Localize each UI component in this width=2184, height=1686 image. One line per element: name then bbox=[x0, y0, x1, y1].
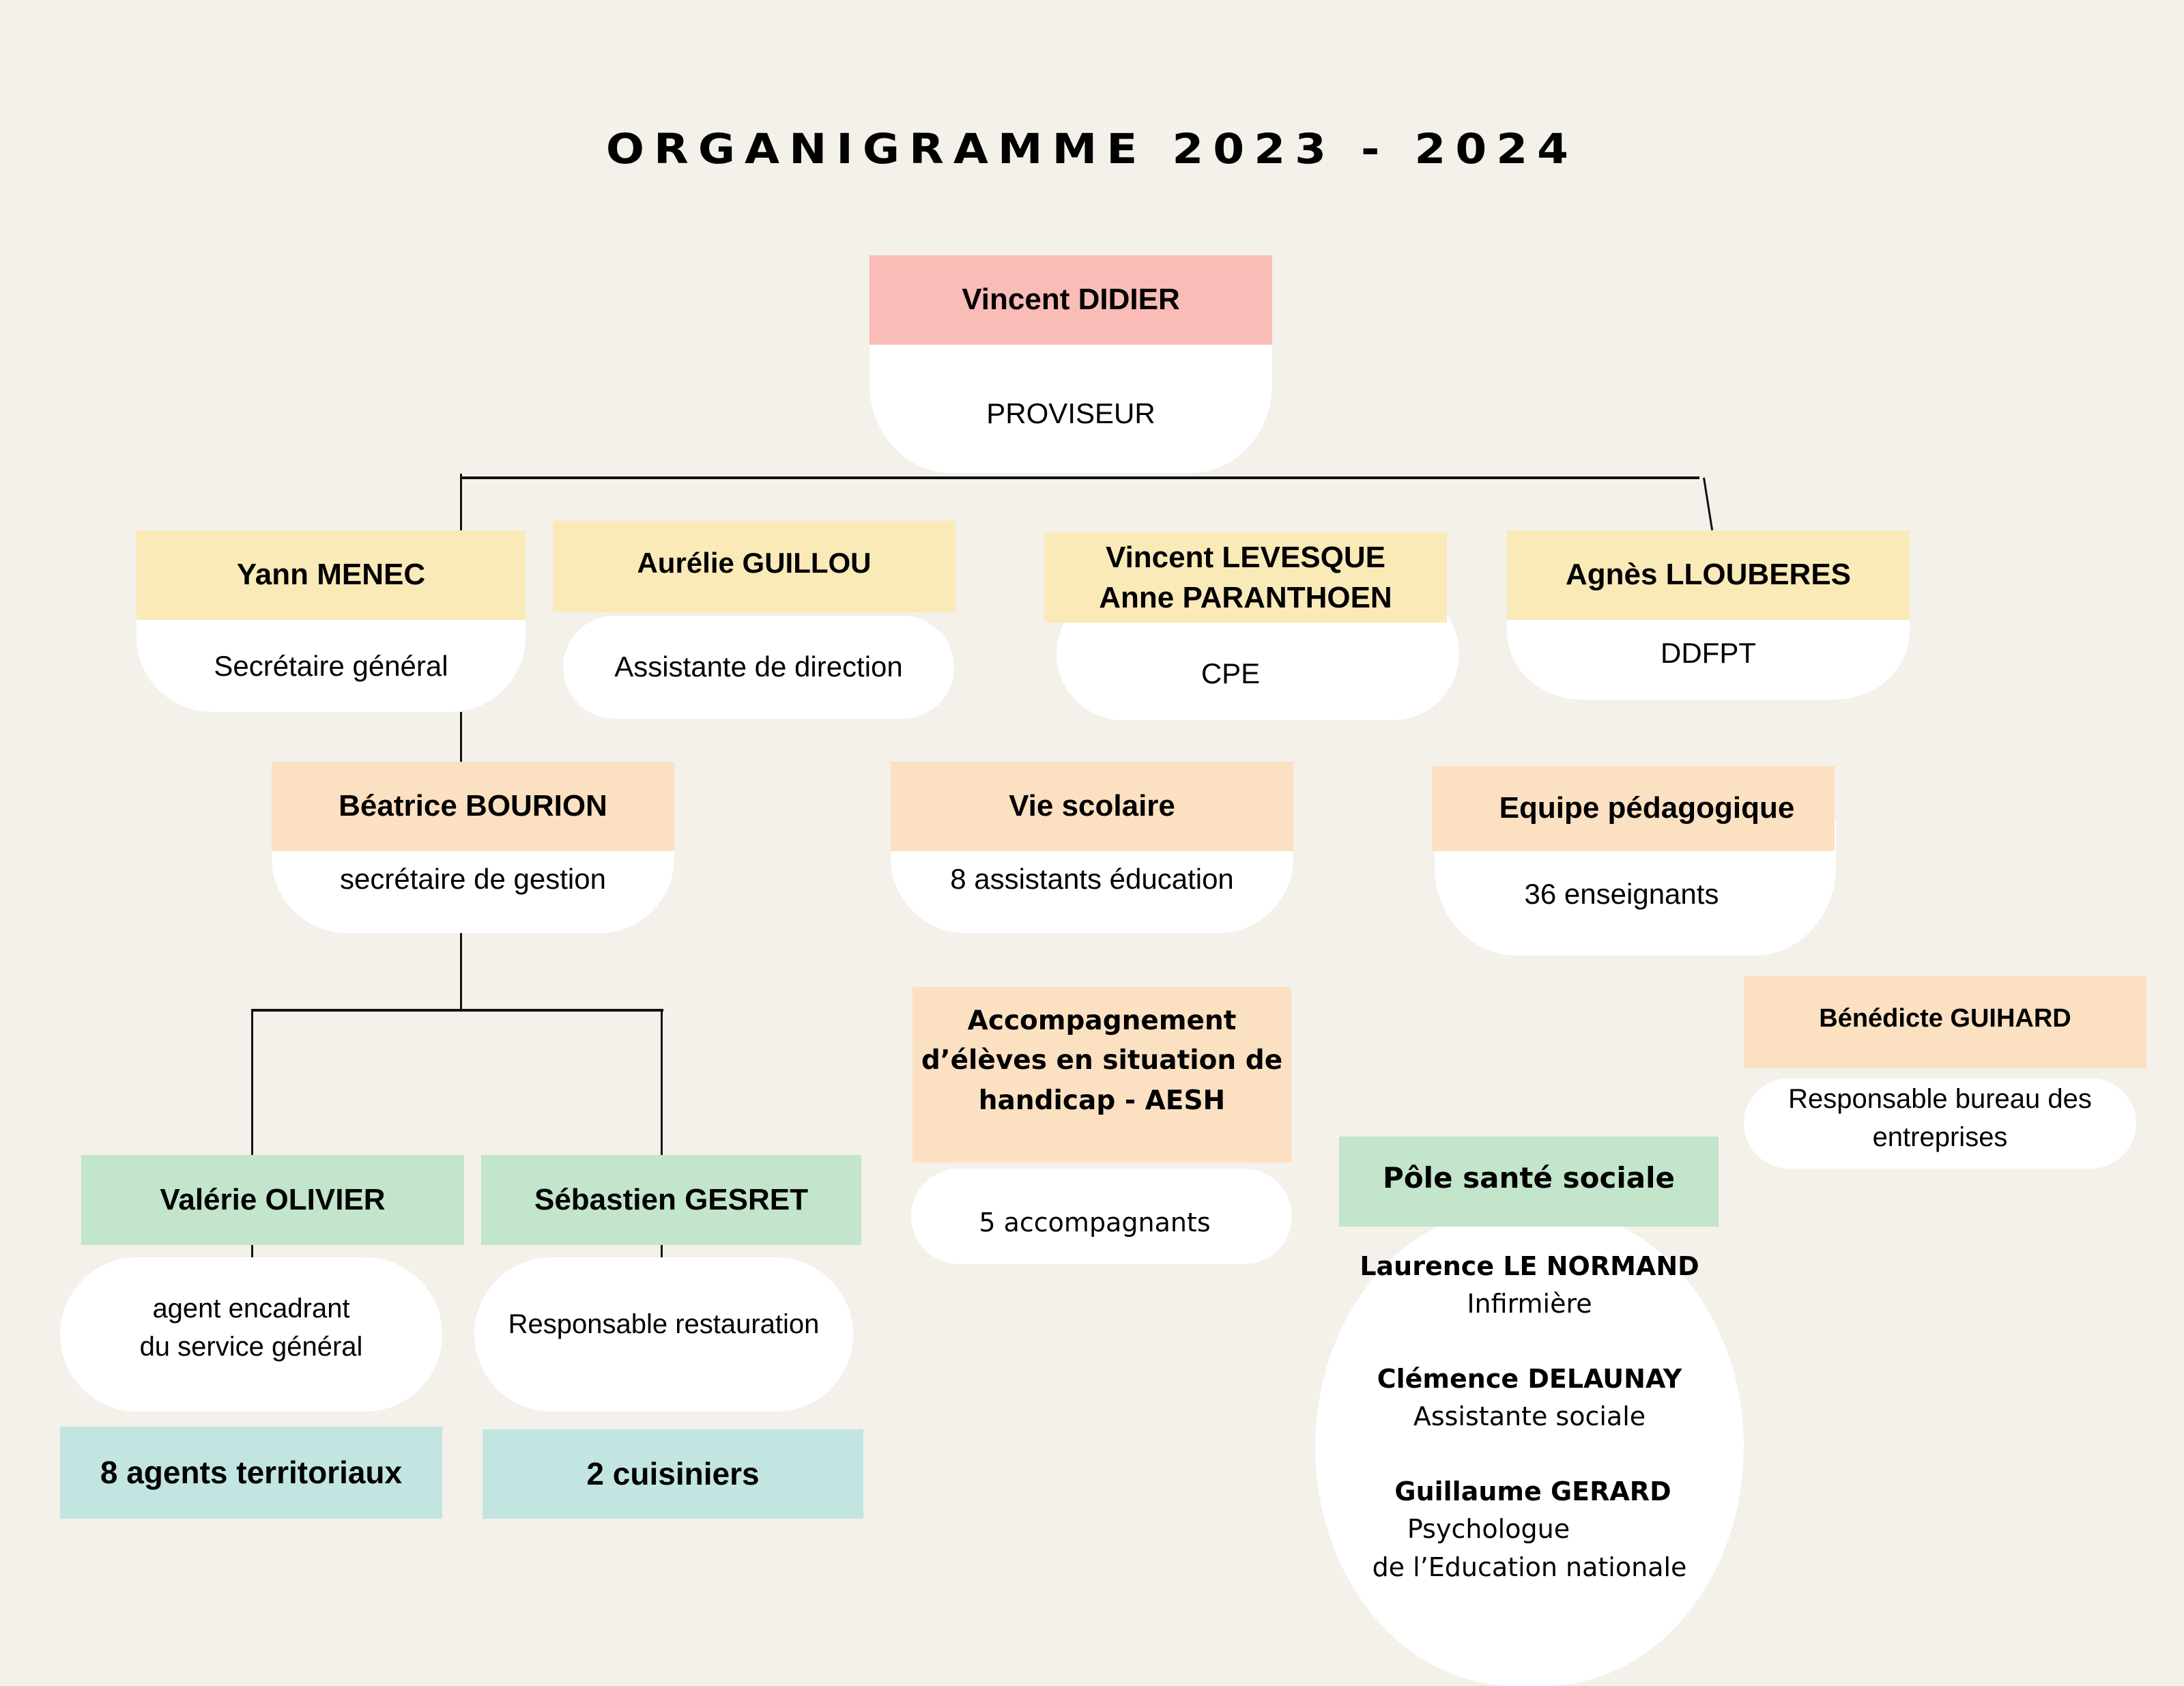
sebastien-role: Responsable restauration bbox=[508, 1309, 820, 1339]
sebastien-name-box: Sébastien GESRET bbox=[481, 1155, 861, 1245]
head-name: Vincent DIDIER bbox=[962, 283, 1180, 317]
equipe-name: Equipe pédagogique bbox=[1499, 791, 1795, 825]
beatrice-name-box: Béatrice BOURION bbox=[272, 762, 674, 851]
head-name-box: Vincent DIDIER bbox=[870, 255, 1272, 345]
connector-agnes bbox=[1703, 477, 1714, 531]
sante-title-box: Pôle santé sociale bbox=[1339, 1137, 1719, 1227]
vie-scolaire-name-box: Vie scolaire bbox=[891, 762, 1293, 851]
sante-member-2-name: Clémence DELAUNAY bbox=[1377, 1364, 1682, 1395]
connector-yann-beatrice bbox=[460, 712, 462, 762]
aurelie-role-bubble: Assistante de direction bbox=[563, 616, 954, 719]
sebastien-staff: 2 cuisiniers bbox=[586, 1455, 760, 1491]
yann-role: Secrétaire général bbox=[214, 650, 448, 683]
sante-member-1-name: Laurence LE NORMAND bbox=[1360, 1251, 1699, 1281]
aesh-name-box: Accompagnement d’élèves en situation de … bbox=[913, 987, 1291, 1162]
aurelie-name: Aurélie GUILLOU bbox=[637, 547, 872, 580]
bde-role-bubble: Responsable bureau des entreprises bbox=[1744, 1078, 2136, 1169]
beatrice-role: secrétaire de gestion bbox=[340, 863, 606, 896]
sante-bubble: Laurence LE NORMAND Infirmière Clémence … bbox=[1315, 1208, 1744, 1686]
cpe-name-box: Vincent LEVESQUE Anne PARANTHOEN bbox=[1044, 532, 1447, 623]
bde-name-box: Bénédicte GUIHARD bbox=[1744, 976, 2146, 1068]
valerie-name: Valérie OLIVIER bbox=[160, 1182, 386, 1216]
aesh-role-bubble: 5 accompagnants bbox=[911, 1169, 1292, 1264]
connector-sebastien-pill bbox=[661, 1245, 663, 1257]
connector-yann-up bbox=[460, 474, 462, 531]
cpe-name-1: Vincent LEVESQUE bbox=[1106, 540, 1385, 574]
sante-member-2-role: Assistante sociale bbox=[1413, 1401, 1646, 1432]
aesh-title-3: handicap - AESH bbox=[978, 1085, 1226, 1116]
aesh-role: 5 accompagnants bbox=[979, 1208, 1211, 1238]
connector-sebastien bbox=[661, 1010, 663, 1155]
equipe-name-box: Equipe pédagogique bbox=[1432, 766, 1835, 851]
agnes-name-box: Agnès LLOUBERES bbox=[1507, 530, 1910, 620]
equipe-role: 36 enseignants bbox=[1524, 877, 1719, 910]
aesh-title-1: Accompagnement bbox=[967, 1005, 1237, 1036]
yann-name-box: Yann MENEC bbox=[136, 530, 526, 620]
sante-member-1-role: Infirmière bbox=[1467, 1289, 1592, 1319]
bde-role-2: entreprises bbox=[1872, 1122, 2008, 1152]
sante-member-3-name: Guillaume GERARD bbox=[1394, 1476, 1671, 1507]
sante-member-3-role-1: Psychologue bbox=[1407, 1514, 1570, 1545]
cpe-role: CPE bbox=[1201, 657, 1261, 690]
sante-member-3-role-2: de l’Education nationale bbox=[1372, 1552, 1687, 1582]
sebastien-role-bubble: Responsable restauration bbox=[474, 1257, 853, 1412]
connector-main-horizontal bbox=[461, 476, 1699, 479]
valerie-role-bubble: agent encadrant du service général bbox=[60, 1257, 442, 1412]
sante-title: Pôle santé sociale bbox=[1383, 1161, 1675, 1195]
vie-scolaire-role: 8 assistants éducation bbox=[950, 863, 1234, 896]
aurelie-name-box: Aurélie GUILLOU bbox=[553, 521, 956, 612]
valerie-role-2: du service général bbox=[139, 1332, 363, 1362]
aesh-title-2: d’élèves en situation de bbox=[921, 1045, 1283, 1076]
agnes-role: DDFPT bbox=[1661, 637, 1756, 670]
valerie-name-box: Valérie OLIVIER bbox=[81, 1155, 464, 1245]
sebastien-staff-box: 2 cuisiniers bbox=[483, 1429, 863, 1519]
connector-valerie-pill bbox=[251, 1245, 253, 1257]
connector-beatrice-down bbox=[460, 933, 462, 1010]
vie-scolaire-name: Vie scolaire bbox=[1009, 789, 1175, 823]
connector-split-horizontal bbox=[251, 1009, 663, 1012]
aurelie-role: Assistante de direction bbox=[614, 651, 903, 683]
bde-role-1: Responsable bureau des bbox=[1788, 1084, 2092, 1114]
agnes-name: Agnès LLOUBERES bbox=[1565, 558, 1852, 592]
valerie-staff-box: 8 agents territoriaux bbox=[60, 1427, 442, 1519]
sebastien-name: Sébastien GESRET bbox=[534, 1182, 808, 1216]
page-title: ORGANIGRAMME 2023 - 2024 bbox=[605, 125, 1579, 173]
connector-valerie bbox=[251, 1010, 253, 1155]
cpe-name-2: Anne PARANTHOEN bbox=[1099, 581, 1392, 614]
valerie-staff: 8 agents territoriaux bbox=[100, 1454, 403, 1490]
yann-name: Yann MENEC bbox=[236, 558, 426, 592]
beatrice-name: Béatrice BOURION bbox=[339, 789, 607, 823]
bde-name: Bénédicte GUIHARD bbox=[1819, 1004, 2071, 1033]
head-role: PROVISEUR bbox=[986, 397, 1155, 430]
valerie-role-1: agent encadrant bbox=[152, 1294, 350, 1324]
